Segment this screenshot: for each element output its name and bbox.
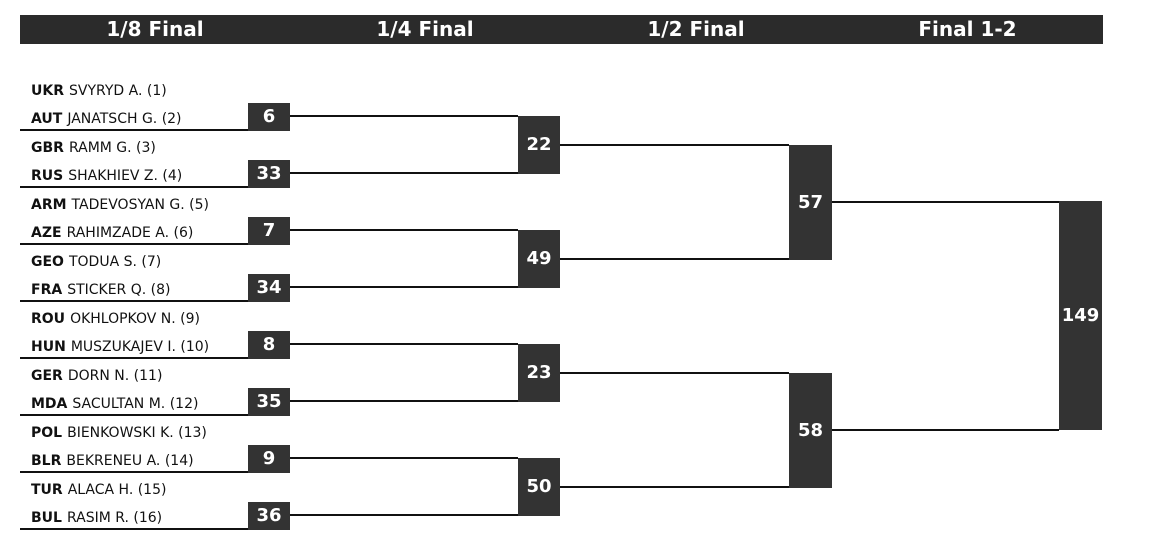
match-number-qf: 23: [518, 344, 560, 402]
round-label-qf: 1/4 Final: [376, 17, 474, 41]
connector-line: [832, 201, 1059, 203]
player-name: SHAKHIEV Z. (4): [68, 168, 183, 184]
connector-line: [560, 144, 789, 146]
match-number-r16: 8: [248, 331, 290, 359]
country-code: AUT: [31, 111, 63, 127]
player-name: RAMM G. (3): [68, 140, 156, 156]
match-number-qf: 49: [518, 230, 560, 288]
player-name: TADEVOSYAN G. (5): [71, 197, 209, 213]
country-code: HUN: [31, 339, 66, 355]
player-name: DORN N. (11): [67, 368, 163, 384]
country-code: BUL: [31, 510, 62, 526]
match-number-sf: 58: [789, 373, 832, 488]
player-name: RAHIMZADE A. (6): [66, 225, 194, 241]
round-label-r16: 1/8 Final: [106, 17, 204, 41]
match-number-qf: 50: [518, 458, 560, 516]
country-code: ROU: [31, 311, 66, 327]
country-code: MDA: [31, 396, 68, 412]
round-header-bar: 1/8 Final 1/4 Final 1/2 Final Final 1-2: [20, 15, 1103, 44]
connector-line: [290, 343, 518, 345]
country-code: FRA: [31, 282, 63, 298]
round-label-sf: 1/2 Final: [647, 17, 745, 41]
player-text: UKR SVYRYD A. (1): [31, 83, 167, 99]
player-name: MUSZUKAJEV I. (10): [70, 339, 210, 355]
match-number-r16: 7: [248, 217, 290, 245]
player-name: RASIM R. (16): [66, 510, 163, 526]
country-code: GEO: [31, 254, 64, 270]
player-name: BEKRENEU A. (14): [66, 453, 194, 469]
country-code: POL: [31, 425, 63, 441]
country-code: UKR: [31, 83, 64, 99]
connector-line: [560, 258, 789, 260]
connector-line: [290, 400, 518, 402]
match-number-qf: 22: [518, 116, 560, 174]
match-number-r16: 6: [248, 103, 290, 131]
player-name: BIENKOWSKI K. (13): [67, 425, 207, 441]
connector-line: [290, 172, 518, 174]
player-name: OKHLOPKOV N. (9): [70, 311, 200, 327]
match-number-r16: 35: [248, 388, 290, 416]
player-name: JANATSCH G. (2): [67, 111, 182, 127]
player-name: STICKER Q. (8): [67, 282, 171, 298]
country-code: AZE: [31, 225, 62, 241]
match-number-sf: 57: [789, 145, 832, 260]
match-number-final: 149: [1059, 201, 1102, 430]
player-name: TODUA S. (7): [68, 254, 162, 270]
country-code: GBR: [31, 140, 64, 156]
player-row: UKR SVYRYD A. (1): [20, 73, 290, 101]
country-code: RUS: [31, 168, 64, 184]
player-name: SACULTAN M. (12): [72, 396, 199, 412]
player-name: ALACA H. (15): [67, 482, 167, 498]
round-label-final: Final 1-2: [918, 17, 1017, 41]
connector-line: [290, 514, 518, 516]
connector-line: [560, 372, 789, 374]
match-number-r16: 36: [248, 502, 290, 530]
connector-line: [290, 115, 518, 117]
country-code: ARM: [31, 197, 67, 213]
connector-line: [290, 457, 518, 459]
connector-line: [560, 486, 789, 488]
player-name: SVYRYD A. (1): [69, 83, 167, 99]
country-code: GER: [31, 368, 63, 384]
country-code: BLR: [31, 453, 62, 469]
connector-line: [290, 229, 518, 231]
match-number-r16: 33: [248, 160, 290, 188]
match-number-r16: 34: [248, 274, 290, 302]
connector-line: [290, 286, 518, 288]
country-code: TUR: [31, 482, 63, 498]
connector-line: [832, 429, 1059, 431]
match-number-r16: 9: [248, 445, 290, 473]
